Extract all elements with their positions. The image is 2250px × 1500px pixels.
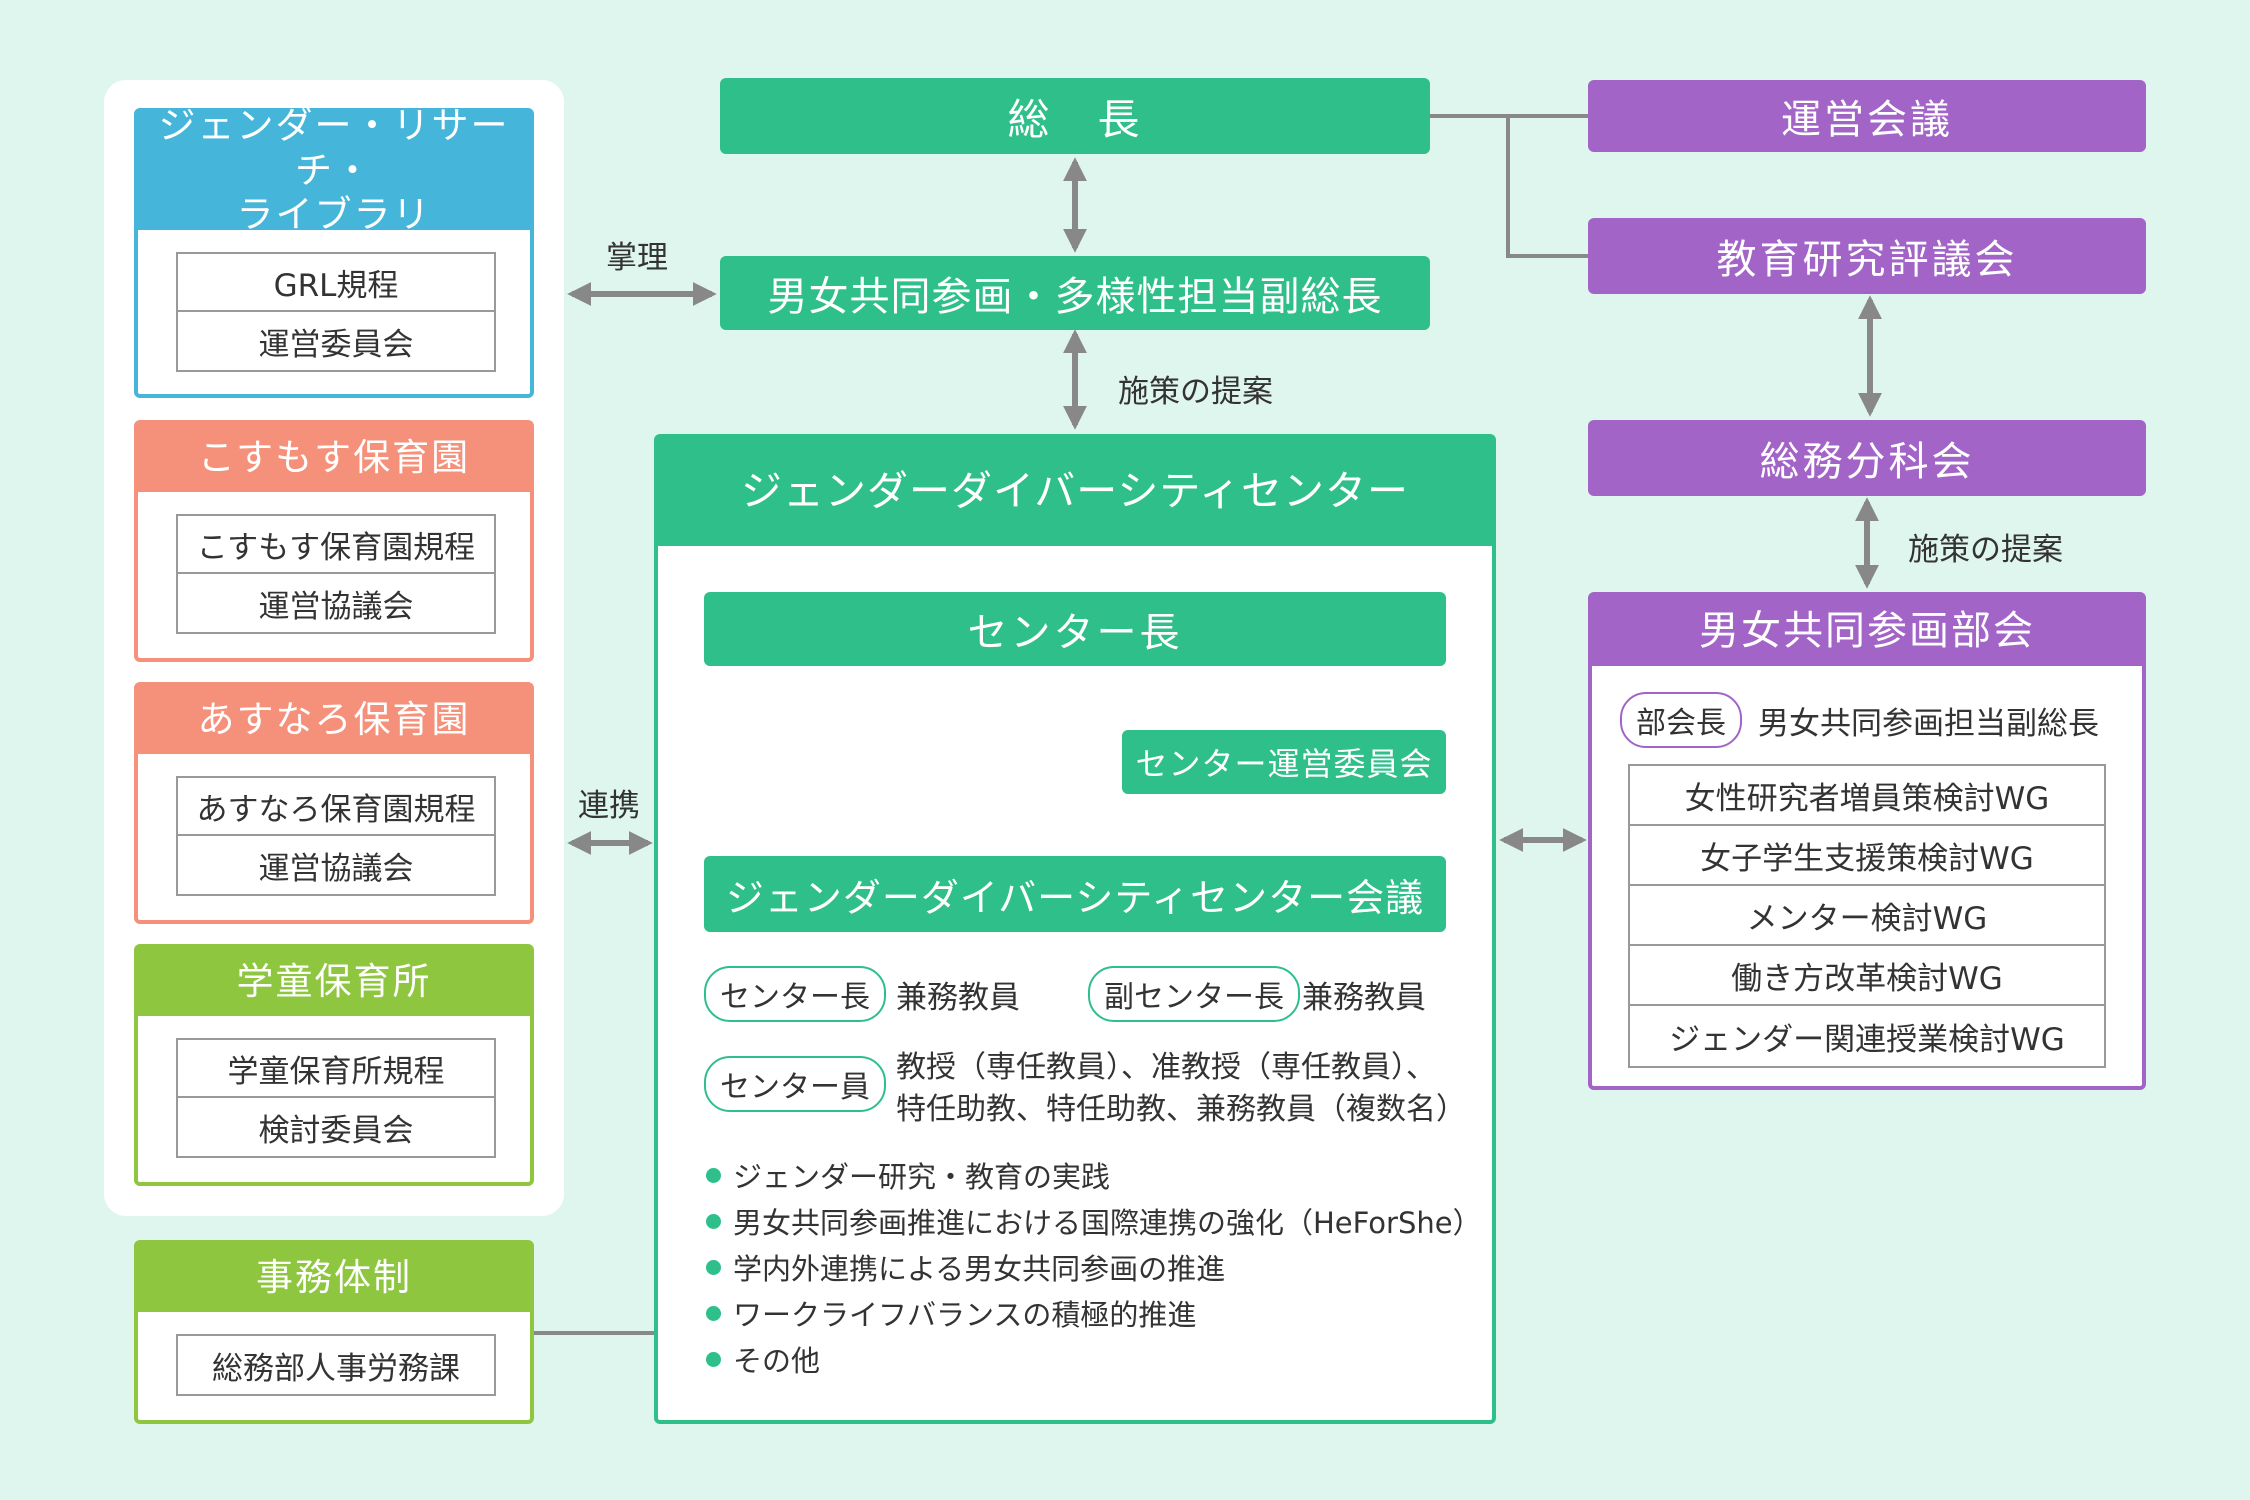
- center-director-box: センター長: [704, 592, 1446, 666]
- asunaro-box: あすなろ保育園 あすなろ保育園規程 運営協議会: [134, 682, 534, 924]
- asunaro-items: あすなろ保育園規程 運営協議会: [176, 776, 496, 896]
- role-member-line1: 教授（専任教員）、准教授（専任教員）、: [896, 1050, 1436, 1085]
- general-affairs-box: 総務分科会: [1588, 420, 2146, 496]
- asunaro-council: 運営協議会: [258, 850, 414, 887]
- line-president-councils: [1430, 114, 1588, 258]
- kosumosu-rule: こすもす保育園規程: [178, 516, 494, 574]
- office-division: 総務部人事労務課: [212, 1350, 460, 1387]
- role-director-pill: センター長: [704, 966, 886, 1022]
- activity-item: 男女共同参画推進における国際連携の強化（HeForShe）: [706, 1198, 1482, 1244]
- working-group-item: 働き方改革検討WG: [1630, 946, 2104, 1006]
- role-member-line2: 特任助教、特任助教、兼務教員（複数名）: [896, 1092, 1466, 1127]
- gakudo-committee: 検討委員会: [258, 1112, 414, 1149]
- bullet-dot: [706, 1167, 721, 1183]
- bullet-dot: [706, 1305, 721, 1321]
- center-council-box: ジェンダーダイバーシティセンター会議: [704, 856, 1446, 932]
- bullet-dot: [706, 1259, 721, 1275]
- library-title: ジェンダー・リサーチ・ ライブラリ: [138, 104, 530, 236]
- working-group-item: 女性研究者増員策検討WG: [1630, 766, 2104, 826]
- office-items: 総務部人事労務課: [176, 1334, 496, 1396]
- bullet-dot: [706, 1213, 721, 1229]
- activity-item: 学内外連携による男女共同参画の推進: [706, 1244, 1482, 1290]
- president-box: 総 長: [720, 78, 1430, 154]
- committee-title: 男女共同参画部会: [1592, 596, 2142, 666]
- working-group-item: メンター検討WG: [1630, 886, 2104, 946]
- management-council-box: 運営会議: [1588, 80, 2146, 152]
- working-group-item: 女子学生支援策検討WG: [1630, 826, 2104, 886]
- library-items: GRL規程 運営委員会: [176, 252, 496, 372]
- role-member-pill: センター員: [704, 1056, 886, 1112]
- library-committee: 運営委員会: [258, 326, 414, 363]
- collab-label: 連携: [578, 788, 640, 824]
- gakudo-items: 学童保育所規程 検討委員会: [176, 1038, 496, 1158]
- asunaro-rule: あすなろ保育園規程: [178, 778, 494, 836]
- library-box: ジェンダー・リサーチ・ ライブラリ GRL規程 運営委員会: [134, 104, 534, 398]
- manage-label: 掌理: [606, 240, 668, 276]
- center-title: ジェンダーダイバーシティセンター: [658, 438, 1492, 546]
- vice-president-box: 男女共同参画・多様性担当副総長: [720, 256, 1430, 330]
- education-council-box: 教育研究評議会: [1588, 218, 2146, 294]
- center-steering-box: センター運営委員会: [1122, 730, 1446, 794]
- gakudo-title: 学童保育所: [138, 948, 530, 1016]
- activity-item: ワークライフバランスの積極的推進: [706, 1290, 1482, 1336]
- policy-proposal-label: 施策の提案: [1118, 374, 1273, 410]
- role-vice-value: 兼務教員: [1302, 980, 1426, 1016]
- activities-list: ジェンダー研究・教育の実践 男女共同参画推進における国際連携の強化（HeForS…: [706, 1152, 1482, 1382]
- committee-chair-pill: 部会長: [1620, 692, 1742, 748]
- bullet-dot: [706, 1351, 721, 1367]
- working-group-item: ジェンダー関連授業検討WG: [1669, 1021, 2065, 1058]
- office-title: 事務体制: [138, 1244, 530, 1312]
- activity-item: その他: [706, 1336, 1482, 1382]
- kosumosu-items: こすもす保育園規程 運営協議会: [176, 514, 496, 634]
- activity-item: ジェンダー研究・教育の実践: [706, 1152, 1482, 1198]
- kosumosu-council: 運営協議会: [258, 588, 414, 625]
- role-director-value: 兼務教員: [896, 980, 1020, 1016]
- gakudo-rule: 学童保育所規程: [178, 1040, 494, 1098]
- office-box: 事務体制 総務部人事労務課: [134, 1240, 534, 1424]
- kosumosu-box: こすもす保育園 こすもす保育園規程 運営協議会: [134, 420, 534, 662]
- kosumosu-title: こすもす保育園: [138, 424, 530, 492]
- asunaro-title: あすなろ保育園: [138, 686, 530, 754]
- gakudo-box: 学童保育所 学童保育所規程 検討委員会: [134, 944, 534, 1186]
- working-group-list: 女性研究者増員策検討WG 女子学生支援策検討WG メンター検討WG 働き方改革検…: [1628, 764, 2106, 1068]
- library-rule: GRL規程: [178, 254, 494, 312]
- role-vice-pill: 副センター長: [1088, 966, 1300, 1022]
- right-policy-proposal-label: 施策の提案: [1908, 532, 2063, 568]
- committee-chair-value: 男女共同参画担当副総長: [1758, 706, 2099, 742]
